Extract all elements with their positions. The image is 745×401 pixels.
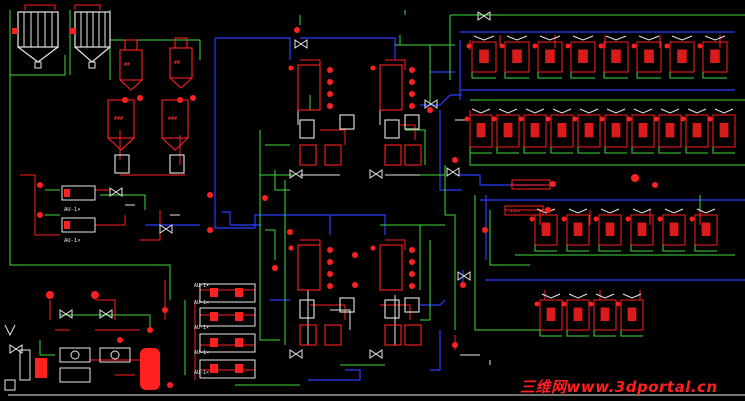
- tag-cp2: AU-1×: [194, 300, 209, 306]
- white-lines: [8, 75, 745, 396]
- valve-icon: [159, 224, 173, 234]
- instrument-dots: [37, 27, 658, 348]
- silo-icon: [169, 37, 193, 89]
- green-pipelines: [9, 10, 745, 386]
- reactor-unit: [529, 208, 558, 252]
- valve-icon: [289, 169, 303, 179]
- reactor-unit: [680, 108, 709, 154]
- arrow-tag-2: →→→: [509, 208, 520, 215]
- tag-cp3: AU-1×: [194, 325, 209, 331]
- reactor-unit: [561, 208, 590, 252]
- valve-icon: [99, 309, 113, 319]
- right-reactor-banks: [464, 35, 736, 337]
- valve-icon: [369, 349, 383, 359]
- reactor-unit: [625, 208, 654, 252]
- valve-icon: [59, 309, 73, 319]
- svg-text:###: ###: [168, 116, 177, 122]
- reactor-unit: [664, 35, 695, 79]
- arrow-tag-1: →→→: [516, 182, 527, 189]
- reactor-unit: [545, 108, 574, 154]
- valve-icon: [457, 271, 471, 281]
- reactor-unit: [588, 293, 617, 337]
- pump-icon: [70, 350, 80, 360]
- svg-text:##: ##: [174, 60, 180, 66]
- silo-labels: ## ## ### ###: [114, 60, 180, 122]
- valve-icon: [477, 11, 491, 21]
- valve-icon: [446, 167, 460, 177]
- reactor-unit: [464, 108, 493, 154]
- valve-icon: [369, 169, 383, 179]
- svg-text:##: ##: [124, 62, 130, 68]
- valve-icon: [109, 187, 123, 197]
- bottom-left-equipment: [4, 291, 173, 391]
- tag-cp1: AU-1×: [194, 283, 209, 289]
- reactor-unit: [593, 208, 622, 252]
- tag-cp4: AU-1×: [194, 350, 209, 356]
- control-panel-stack: AU-1× AU-1× AU-1× AU-1× AU-1×: [194, 283, 256, 379]
- reactor-unit: [615, 293, 644, 337]
- valve-icon: [424, 99, 438, 109]
- valve-icon: [9, 344, 23, 354]
- silo-icon: [107, 99, 135, 151]
- reactor-unit: [466, 35, 497, 79]
- reactor-block-upper: [297, 64, 422, 166]
- reactor-unit: [572, 108, 601, 154]
- reactor-unit: [491, 108, 520, 154]
- reactor-unit: [631, 35, 662, 79]
- tank-icon: [140, 348, 160, 390]
- reactor-unit: [626, 108, 655, 154]
- tag-au2: AU-1×: [64, 238, 81, 244]
- silo-icon: [161, 99, 189, 151]
- red-pipelines: [20, 4, 721, 380]
- valve-icon: [294, 39, 308, 49]
- reactor-unit: [599, 108, 628, 154]
- reactor-unit: [534, 293, 563, 337]
- reactor-icon: [379, 244, 403, 291]
- reactor-unit: [532, 35, 563, 79]
- valve-icon: [289, 349, 303, 359]
- reactor-unit: [598, 35, 629, 79]
- reactor-block-lower: [297, 244, 422, 346]
- svg-text:###: ###: [114, 116, 123, 122]
- silo-icon: [119, 39, 143, 91]
- reactor-unit: [561, 293, 590, 337]
- tag-au1: AU-1×: [64, 207, 81, 213]
- bag-filter-1: [12, 11, 59, 69]
- reactor-unit: [499, 35, 530, 79]
- reactor-instrument-dots: [288, 65, 415, 289]
- tag-cp5: AU-1×: [194, 370, 209, 376]
- silo-group-left: [107, 37, 193, 174]
- left-instrument-boxes: AU-1× AU-1×: [61, 185, 96, 244]
- reactor-unit: [697, 35, 728, 79]
- reactor-unit: [707, 108, 736, 154]
- reactor-icon: [297, 64, 321, 111]
- reactor-unit: [653, 108, 682, 154]
- reactor-unit: [657, 208, 686, 252]
- watermark-text: 三维网www.3dportal.cn: [520, 378, 718, 396]
- bag-filter-2: [70, 11, 111, 69]
- arrow-tags: →→→ →→→: [504, 179, 556, 216]
- pump-icon: [110, 350, 120, 360]
- reactor-unit: [689, 208, 718, 252]
- reactor-icon: [297, 244, 321, 291]
- reactor-icon: [379, 64, 403, 111]
- reactor-unit: [518, 108, 547, 154]
- reactor-unit: [565, 35, 596, 79]
- valves: [9, 11, 491, 359]
